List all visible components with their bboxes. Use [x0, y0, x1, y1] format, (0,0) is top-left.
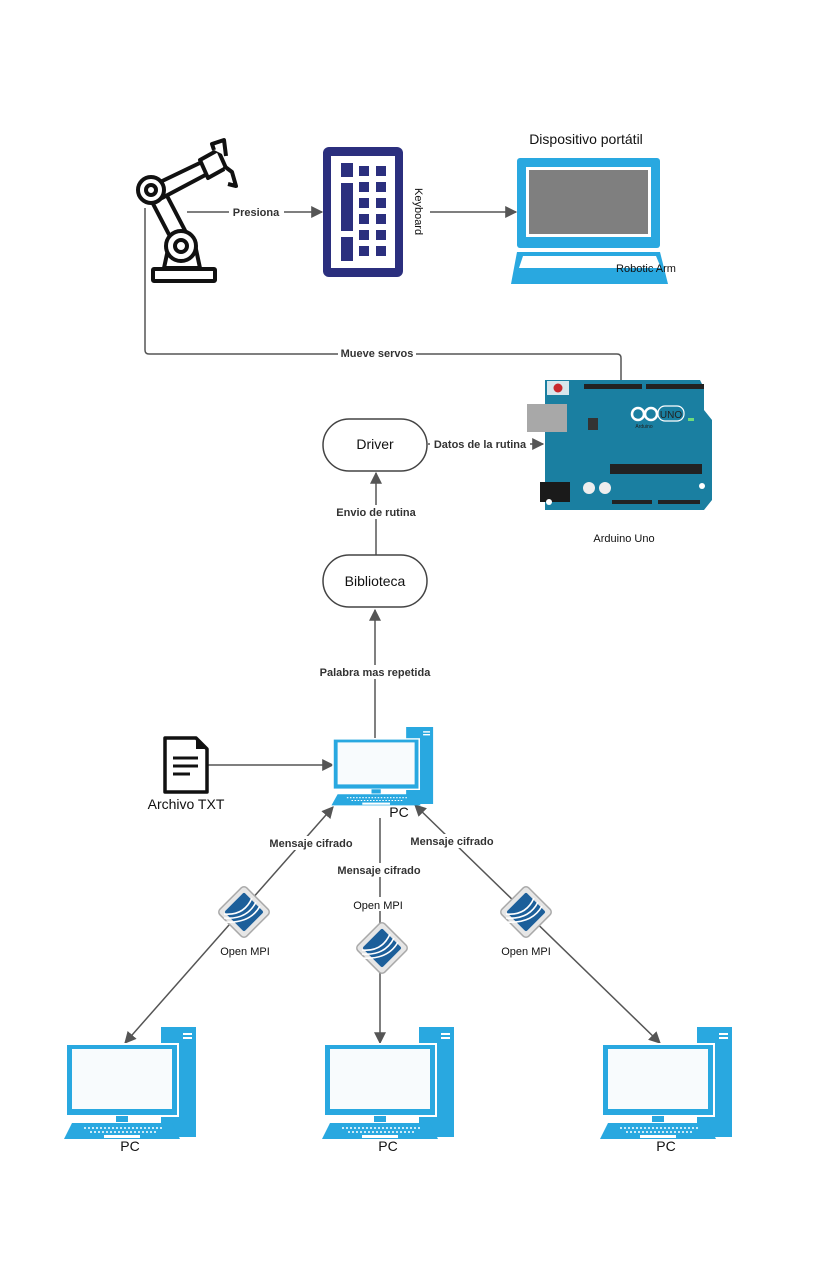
edge-label-palabra-repetida: Palabra mas repetida [320, 667, 432, 679]
edge-label-mensaje-right: Mensaje cifrado [410, 836, 493, 848]
arduino-brand-text: Arduino [635, 424, 652, 430]
pc-master-icon [330, 726, 434, 807]
keyboard-icon [323, 147, 403, 277]
edge-palabra-repetida [313, 608, 437, 738]
pc-left-icon [63, 1026, 197, 1140]
edge-envio-rutina [330, 471, 422, 555]
edge-label-presiona: Presiona [233, 207, 280, 219]
edge-label-mueve-servos: Mueve servos [341, 348, 414, 360]
edge-datos-rutina [428, 437, 545, 451]
arduino-label: Arduino Uno [593, 533, 654, 545]
pc-left-label: PC [120, 1138, 139, 1154]
document-icon [163, 736, 209, 794]
keyboard-label: Keyboard [412, 188, 424, 235]
edge-presiona [187, 205, 324, 219]
edge-label-envio-rutina: Envio de rutina [336, 507, 416, 519]
edge-mueve-servos [144, 208, 622, 380]
pc-center-icon [321, 1026, 455, 1140]
biblioteca-node[interactable]: Biblioteca [322, 554, 428, 608]
pc-right-icon [599, 1026, 733, 1140]
open-mpi-left-icon [216, 884, 272, 940]
edge-label-mensaje-center: Mensaje cifrado [337, 865, 420, 877]
laptop-caption: Robotic Arm [616, 263, 676, 275]
archivo-label: Archivo TXT [148, 796, 225, 812]
laptop-icon [511, 158, 668, 284]
pc-master-label: PC [389, 804, 408, 820]
open-mpi-right-label: Open MPI [501, 946, 551, 958]
edge-mensaje-center [333, 818, 425, 1045]
driver-node[interactable]: Driver [322, 418, 428, 472]
pc-right-label: PC [656, 1138, 675, 1154]
arduino-logo-text: UNO [660, 410, 682, 421]
robot-arm-icon [136, 138, 238, 283]
edge-label-datos-rutina: Datos de la rutina [434, 439, 527, 451]
edge-mensaje-left [124, 806, 357, 1044]
open-mpi-center-icon [354, 920, 410, 976]
arduino-board-icon: UNO Arduino [527, 380, 712, 510]
edge-label-mensaje-left: Mensaje cifrado [269, 838, 352, 850]
open-mpi-center-label: Open MPI [353, 900, 403, 912]
driver-label: Driver [356, 436, 394, 452]
pc-center-label: PC [378, 1138, 397, 1154]
biblioteca-label: Biblioteca [345, 573, 406, 589]
laptop-title: Dispositivo portátil [529, 131, 643, 147]
open-mpi-left-label: Open MPI [220, 946, 270, 958]
